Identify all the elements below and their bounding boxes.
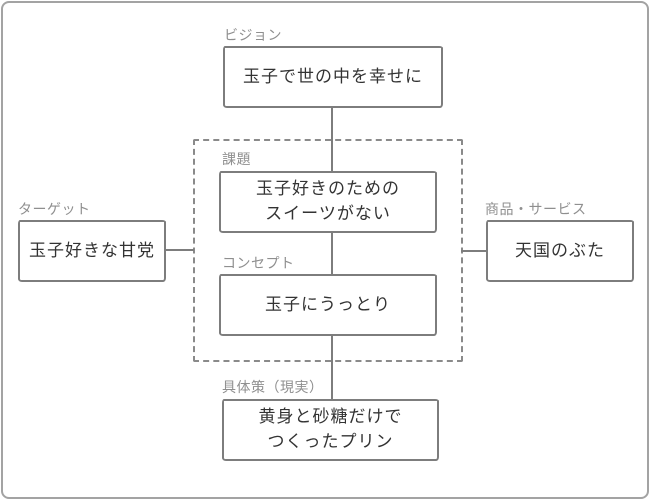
concept-box: 玉子にうっとり <box>219 274 437 336</box>
connector-vision-problem <box>331 106 333 174</box>
vision-label: ビジョン <box>224 27 282 43</box>
connector-problem-concept <box>331 231 333 276</box>
concept-label: コンセプト <box>222 255 295 271</box>
problem-label: 課題 <box>222 151 251 167</box>
problem-box: 玉子好きのための スイーツがない <box>219 171 437 233</box>
vision-text: 玉子で世の中を幸せに <box>243 66 423 86</box>
product-text: 天国のぶた <box>515 240 605 260</box>
action-text: 黄身と砂糖だけで つくったプリン <box>258 407 403 451</box>
action-label: 具体策（現実） <box>222 379 324 395</box>
action-box: 黄身と砂糖だけで つくったプリン <box>222 399 439 461</box>
product-label: 商品・サービス <box>485 201 587 217</box>
target-label: ターゲット <box>18 201 91 217</box>
problem-text: 玉子好きのための スイーツがない <box>256 179 400 223</box>
concept-text: 玉子にうっとり <box>265 294 391 314</box>
target-box: 玉子好きな甘党 <box>18 220 166 282</box>
connector-concept-action <box>331 334 333 402</box>
vision-box: 玉子で世の中を幸せに <box>223 46 443 108</box>
target-text: 玉子好きな甘党 <box>29 240 155 260</box>
connector-group-product <box>461 250 488 252</box>
connector-target-group <box>164 249 194 251</box>
product-box: 天国のぶた <box>486 220 634 282</box>
